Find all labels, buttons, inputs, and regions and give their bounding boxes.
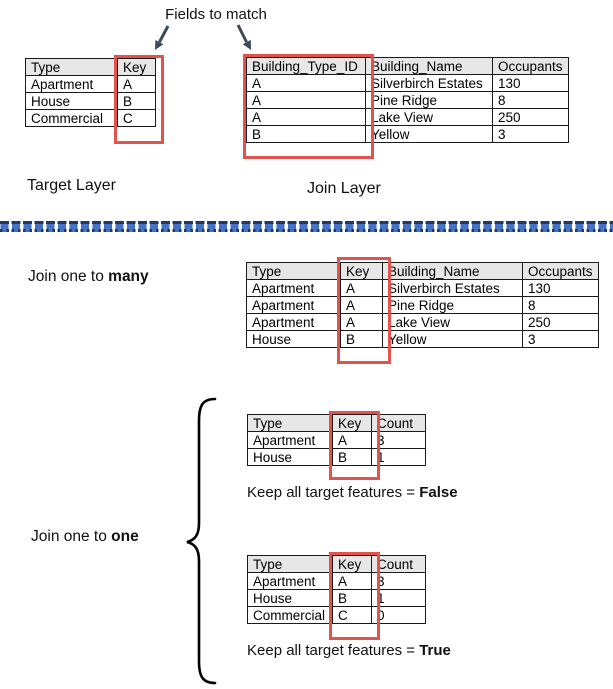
table-cell: Silverbirch Estates <box>382 279 523 297</box>
header-cell: Key <box>332 414 372 432</box>
field-match-arrows-icon <box>155 24 251 50</box>
table-cell: House <box>246 330 341 348</box>
header-cell: Key <box>332 555 372 573</box>
join-key-column-highlight <box>243 54 374 159</box>
table-cell: B <box>332 448 372 466</box>
join-layer-label: Join Layer <box>307 180 381 197</box>
table-cell: Pine Ridge <box>382 296 523 314</box>
table-cell: 8 <box>492 91 569 109</box>
join-one-to-many-bold: many <box>108 268 149 285</box>
header-cell: Occupants <box>522 262 599 280</box>
fields-to-match-label: Fields to match <box>165 6 267 23</box>
keep-false-prefix: Keep all target features = <box>247 484 420 501</box>
header-cell: Occupants <box>492 57 569 75</box>
table-cell: House <box>247 589 333 607</box>
keep-target-features-false-caption: Keep all target features = False <box>247 484 458 501</box>
header-cell: Type <box>25 58 118 76</box>
table-cell: B <box>246 125 366 143</box>
header-cell: Building_Name <box>365 57 493 75</box>
table-cell: 8 <box>522 296 599 314</box>
table-cell: Lake View <box>365 108 493 126</box>
section-divider <box>0 221 613 232</box>
one-to-many-key-column-highlight <box>337 257 391 364</box>
table-cell: 0 <box>371 606 426 624</box>
one-to-one-false-key-column-highlight <box>329 411 380 480</box>
join-one-to-one-bold: one <box>111 528 139 545</box>
header-cell: Type <box>247 555 333 573</box>
table-cell: Apartment <box>246 296 341 314</box>
target-layer-label: Target Layer <box>27 177 116 194</box>
header-cell: Building_Name <box>382 262 523 280</box>
table-cell: House <box>247 448 333 466</box>
join-one-to-one-label: Join one to one <box>31 528 139 546</box>
table-cell: Commercial <box>247 606 333 624</box>
table-cell: 3 <box>492 125 569 143</box>
table-cell: 1 <box>371 448 426 466</box>
header-cell: Type <box>246 262 341 280</box>
keep-true-bold: True <box>419 642 451 659</box>
header-cell: Building_Type_ID <box>246 57 366 75</box>
table-cell: Yellow <box>365 125 493 143</box>
table-cell: C <box>117 109 156 127</box>
table-cell: Apartment <box>246 313 341 331</box>
table-cell: 130 <box>492 74 569 92</box>
keep-target-features-true-caption: Keep all target features = True <box>247 642 451 659</box>
table-cell: Yellow <box>382 330 523 348</box>
join-one-to-many-label: Join one to many <box>28 268 149 286</box>
header-cell: Count <box>371 414 426 432</box>
curly-brace-icon <box>186 397 217 685</box>
target-key-column-highlight <box>114 55 164 144</box>
table-cell: Lake View <box>382 313 523 331</box>
table-cell: Apartment <box>25 75 118 93</box>
table-cell: 130 <box>522 279 599 297</box>
table-cell: Apartment <box>247 431 333 449</box>
table-cell: Pine Ridge <box>365 91 493 109</box>
table-cell: Commercial <box>25 109 118 127</box>
table-cell: Silverbirch Estates <box>365 74 493 92</box>
table-cell: 3 <box>522 330 599 348</box>
join-one-to-one-prefix: Join one to <box>31 528 112 545</box>
table-cell: 250 <box>522 313 599 331</box>
table-cell: Apartment <box>247 572 333 590</box>
keep-true-prefix: Keep all target features = <box>247 642 420 659</box>
table-cell: C <box>332 606 372 624</box>
keep-false-bold: False <box>419 484 458 501</box>
header-cell: Key <box>117 58 156 76</box>
table-cell: House <box>25 92 118 110</box>
table-cell: Apartment <box>246 279 341 297</box>
one-to-one-true-key-column-highlight <box>329 552 380 640</box>
table-cell: 250 <box>492 108 569 126</box>
header-cell: Type <box>247 414 333 432</box>
join-one-to-many-prefix: Join one to <box>28 268 109 285</box>
table-cell: B <box>340 330 383 348</box>
